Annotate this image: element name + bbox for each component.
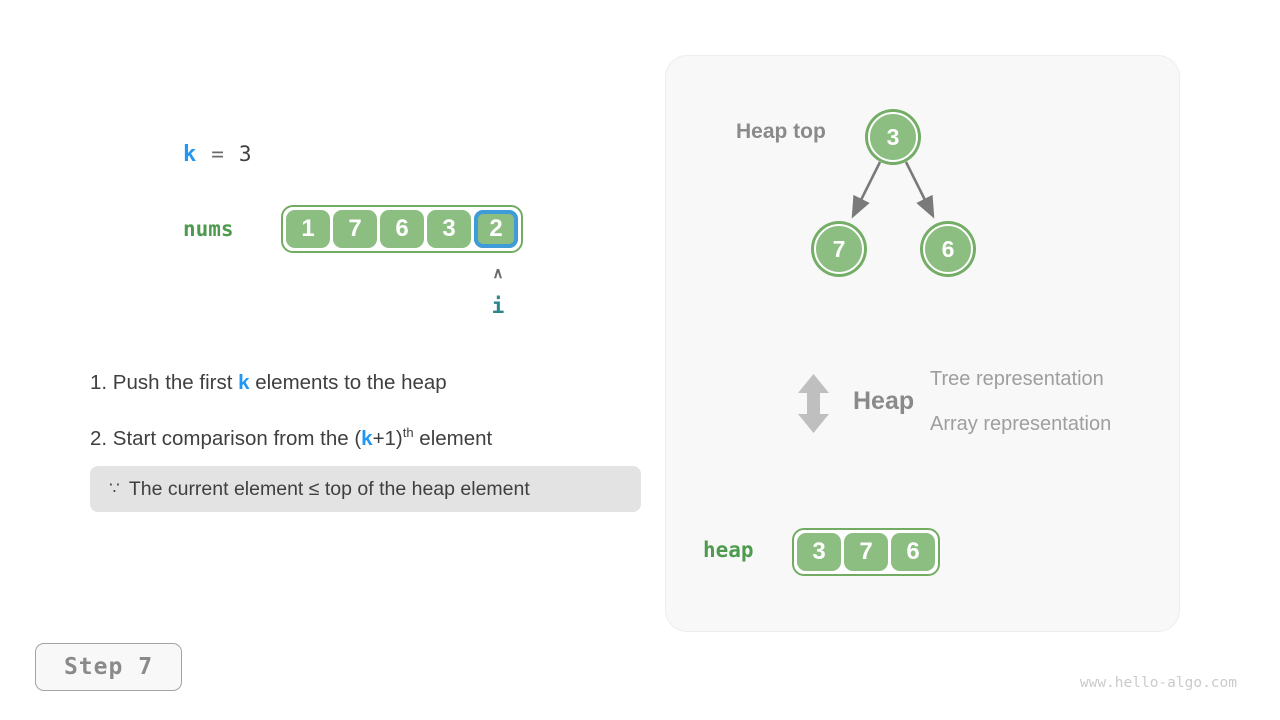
array-cell: 3: [427, 210, 471, 248]
heap-label: heap: [703, 538, 754, 562]
instruction-2-text-end: element: [413, 426, 493, 450]
because-symbol: ∵: [109, 479, 120, 498]
array-representation-label: Array representation: [930, 413, 1112, 435]
array-cell: 2: [474, 210, 518, 248]
array-cell: 3: [797, 533, 841, 571]
k-variable-inline: k: [238, 371, 250, 394]
k-assignment: k = 3: [183, 142, 252, 167]
heap-legend-title: Heap: [853, 387, 915, 415]
instruction-line-2: 2. Start comparison from the (k+1)th ele…: [90, 425, 492, 451]
instruction-1-text-end: elements to the heap: [249, 371, 447, 394]
array-cell: 6: [891, 533, 935, 571]
array-cell: 7: [844, 533, 888, 571]
array-cell: 1: [286, 210, 330, 248]
tree-node-right-child: 6: [923, 224, 973, 274]
pointer-caret-icon: ∧: [492, 265, 504, 282]
step-indicator: Step 7: [35, 643, 182, 691]
watermark: www.hello-algo.com: [1079, 675, 1237, 691]
condition-text: The current element ≤ top of the heap el…: [128, 477, 530, 500]
instruction-line-1: 1. Push the first k elements to the heap: [90, 371, 447, 395]
array-cell: 6: [380, 210, 424, 248]
ordinal-superscript: th: [402, 425, 414, 440]
tree-representation-label: Tree representation: [930, 368, 1104, 390]
instruction-2-mid: +1): [372, 426, 403, 450]
instruction-2-text: 2. Start comparison from the (: [90, 426, 362, 450]
heap-panel: Heap top 3 7 6 Heap Tree representation …: [665, 55, 1180, 632]
up-down-arrow-icon: [798, 374, 829, 433]
condition-callout: ∵ The current element ≤ top of the heap …: [90, 466, 641, 512]
tree-node-left-child: 7: [814, 224, 864, 274]
equals-sign: =: [211, 142, 224, 166]
k-variable: k: [183, 142, 197, 167]
heap-top-label: Heap top: [736, 120, 826, 143]
tree-edges: [851, 161, 935, 219]
pointer-i-label: i: [491, 294, 505, 318]
k-value: 3: [238, 142, 252, 166]
tree-node-root: 3: [868, 112, 918, 162]
nums-label: nums: [183, 217, 234, 241]
k-variable-inline-2: k: [361, 426, 373, 450]
array-cell: 7: [333, 210, 377, 248]
instruction-1-text: 1. Push the first: [90, 371, 239, 394]
